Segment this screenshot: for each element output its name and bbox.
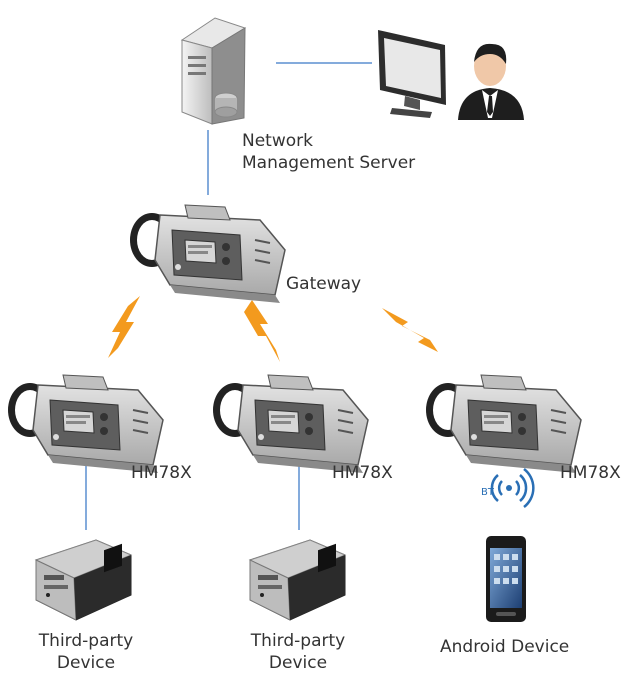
server-label-line2: Management Server [242,153,416,173]
gateway-radio-icon [129,204,286,304]
bluetooth-label: BT [481,487,494,498]
radio-left-icon [7,374,164,474]
bluetooth-signal-icon [490,468,535,508]
third-party-box-icon [249,539,346,621]
radio-right-label: HM78X [560,463,621,483]
wireless-links [108,296,438,362]
device-mid-line2: Device [268,653,328,673]
monitor-icon [378,30,446,118]
lightning-bolt-icon [382,308,438,352]
server-label-line1: Network [242,131,313,151]
device-left-line2: Device [56,653,116,673]
radio-mid-label: HM78X [332,463,393,483]
device-left-line1: Third-party [38,631,134,651]
third-party-box-icon [35,539,132,621]
android-label: Android Device [440,637,570,657]
lightning-bolt-icon [108,296,140,358]
user-avatar-icon [458,43,524,120]
gateway-label: Gateway [286,274,362,294]
radio-right-icon [425,374,582,474]
device-mid-label: Third-party Device [238,630,358,674]
device-mid-line1: Third-party [250,631,346,651]
server-label: Network Management Server [242,130,415,174]
device-left-label: Third-party Device [26,630,146,674]
server-tower-icon [180,17,247,125]
radio-left-label: HM78X [131,463,192,483]
lightning-bolt-icon [244,300,280,362]
radio-mid-icon [212,374,369,474]
wired-links [85,62,372,530]
android-phone-icon [486,536,526,622]
